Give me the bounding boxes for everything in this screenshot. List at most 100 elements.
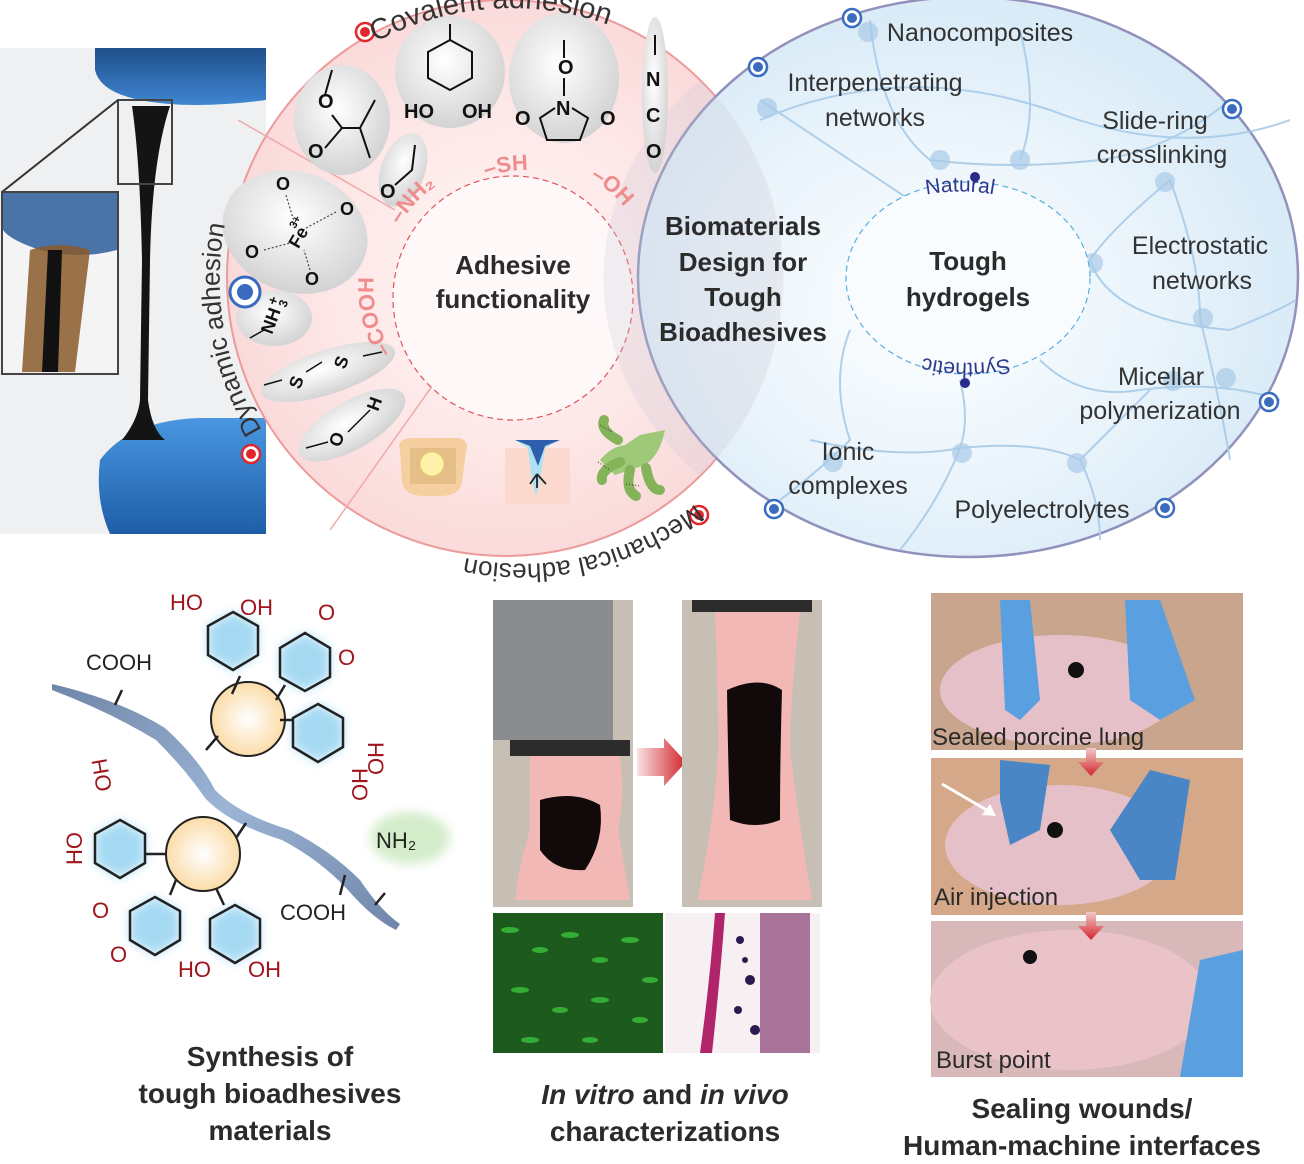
tensile-test-after-photo — [682, 600, 822, 907]
overlap-region — [603, 80, 783, 476]
burst-point-photo — [930, 921, 1243, 1077]
synthesis-caption-line-3: materials — [208, 1115, 332, 1146]
methacrylate-blob: O O — [294, 65, 390, 175]
oh-label: OH — [248, 957, 281, 982]
down-arrow-icon-2 — [1078, 912, 1104, 940]
nanocomposites-marker-icon — [841, 7, 863, 29]
sealed-lung-label: Sealed porcine lung — [932, 724, 1145, 751]
zoom-box — [117, 99, 173, 185]
tensile-test-before-photo — [493, 600, 633, 907]
polymer-ribbon — [52, 684, 400, 930]
synthesis-caption-line-1: Synthesis of — [186, 1041, 354, 1072]
strategy-electrostatic-line-1: Electrostatic — [1132, 232, 1268, 260]
in-vivo-text: in vivo — [699, 1079, 789, 1110]
slide-ring-marker-icon — [1221, 98, 1243, 120]
histology-image — [665, 913, 820, 1053]
o-label: O — [110, 942, 127, 967]
catechol-blob: HO OH — [395, 16, 505, 128]
cooh-label-top: COOH — [86, 650, 152, 675]
svg-text:O: O — [380, 181, 396, 203]
svg-text:O: O — [340, 199, 354, 219]
bead-bottom — [165, 816, 241, 892]
hydrogel-core-line-2: hydrogels — [906, 282, 1030, 312]
svg-text:O: O — [325, 429, 349, 449]
strategy-micellar-line-1: Micellar — [1118, 363, 1204, 391]
disulfide-blob: S S — [261, 341, 395, 403]
o-label: O — [318, 600, 335, 625]
covalent-marker-icon — [354, 21, 376, 43]
dynamic-blue-marker-icon — [228, 275, 262, 309]
strategy-slide-ring-line-1: Slide-ring — [1102, 107, 1208, 135]
ho-label: HO — [347, 768, 372, 801]
interlock-icon — [399, 438, 467, 496]
nhs-ester-blob: O N O O — [509, 13, 619, 143]
strategy-ionic-line-1: Ionic — [822, 438, 875, 466]
hydrogel-circle — [636, 0, 1300, 559]
ho-label: HO — [170, 590, 203, 615]
sealing-photos — [930, 593, 1243, 1077]
fluorescence-cells — [501, 927, 658, 1043]
dynamic-groups: O O O O Fe 3+ NH 3 + S S O H — [222, 170, 406, 462]
gecko-foot-icon — [596, 415, 665, 501]
section-markers — [228, 7, 1280, 526]
adhesive-core-line-1: Adhesive — [455, 250, 571, 280]
oh-label: OH — [87, 757, 117, 794]
natural-dot — [970, 172, 980, 182]
svg-text:O: O — [305, 269, 319, 289]
dynamic-marker-icon — [240, 443, 262, 465]
svg-text:O: O — [646, 141, 662, 163]
right-arrow-icon — [637, 738, 686, 786]
svg-text:O: O — [245, 242, 259, 262]
sealing-caption: Sealing wounds/ Human-machine interfaces — [860, 1090, 1304, 1164]
svg-text:C: C — [646, 105, 660, 127]
inset-photo — [1, 191, 119, 375]
ionic-marker-icon — [763, 498, 785, 520]
synthesis-caption-line-2: tough bioadhesives — [138, 1078, 402, 1109]
burst-point-label: Burst point — [936, 1047, 1051, 1074]
svg-text:N: N — [646, 69, 660, 91]
and-text: and — [634, 1079, 700, 1110]
oh-label: OH — [240, 595, 273, 620]
cooh-label-bottom: COOH — [280, 900, 346, 925]
network-nodes — [757, 22, 1236, 473]
svg-text:O: O — [276, 174, 290, 194]
strategy-micellar-line-2: polymerization — [1079, 397, 1240, 425]
mechanical-marker-icon — [688, 504, 710, 526]
synthetic-dot — [960, 378, 970, 388]
sealing-caption-line-2: Human-machine interfaces — [903, 1130, 1261, 1161]
center-title-line-2: Design for — [679, 247, 808, 277]
svg-text:O: O — [308, 141, 324, 163]
penetration-icon — [505, 440, 570, 504]
ammonium-blob: NH 3 + — [236, 290, 312, 346]
hydroxyl-blob: O H — [298, 388, 406, 462]
in-vitro-text: In vitro — [541, 1079, 635, 1110]
stretch-photo — [0, 48, 266, 534]
strategy-interpenetrating-line-1: Interpenetrating — [787, 69, 962, 97]
aldehyde-blob: O — [378, 133, 428, 207]
ho-label: HO — [178, 957, 211, 982]
hydrogel-core-line-1: Tough — [929, 246, 1006, 276]
o-label: O — [338, 645, 355, 670]
strategy-interpenetrating-line-2: networks — [825, 104, 925, 132]
characterization-caption: In vitro and in vivo characterizations — [490, 1076, 840, 1150]
polyelectrolytes-marker-icon — [1154, 497, 1176, 519]
air-injection-photo — [931, 758, 1243, 915]
adhesive-core-line-2: functionality — [436, 284, 591, 314]
bead-top — [210, 681, 286, 757]
covalent-groups: O O HO OH O N O O N C O O — [294, 13, 668, 207]
characterization-photos — [493, 600, 822, 1053]
strategy-nanocomposites: Nanocomposites — [887, 19, 1073, 47]
svg-text:3: 3 — [276, 298, 292, 309]
sealed-lung-photo — [931, 593, 1243, 750]
ho-label: HO — [62, 832, 87, 865]
strategy-polyelectrolytes: Polyelectrolytes — [954, 496, 1129, 524]
sealing-caption-line-1: Sealing wounds/ — [971, 1093, 1193, 1124]
nh2-label: NH₂ — [376, 828, 416, 853]
natural-label: Natural — [924, 173, 997, 199]
svg-text:O: O — [558, 57, 574, 79]
svg-text:H: H — [363, 394, 386, 413]
interpenetrating-marker-icon — [747, 56, 769, 78]
svg-text:OH: OH — [462, 101, 492, 123]
characterization-caption-line-2: characterizations — [549, 1116, 781, 1147]
